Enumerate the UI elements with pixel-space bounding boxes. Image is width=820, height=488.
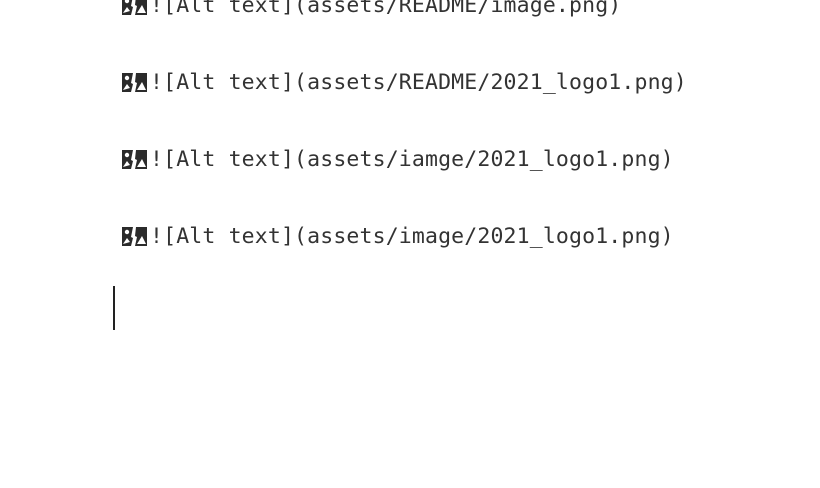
image-line-iamge-logo[interactable]: ![Alt text](assets/iamge/2021_logo1.png) [120,139,674,179]
broken-image-icon [120,224,148,248]
image-markdown-text: ![Alt text](assets/image/2021_logo1.png) [150,223,674,249]
image-line-readme-image[interactable]: ![Alt text](assets/README/image.png) [120,0,621,25]
image-markdown-text: ![Alt text](assets/README/2021_logo1.png… [150,69,687,95]
image-line-readme-logo[interactable]: ![Alt text](assets/README/2021_logo1.png… [120,62,687,102]
image-markdown-text: ![Alt text](assets/iamge/2021_logo1.png) [150,146,674,172]
text-caret [113,286,115,330]
broken-image-icon [120,147,148,171]
image-markdown-text: ![Alt text](assets/README/image.png) [150,0,622,18]
broken-image-icon [120,0,148,17]
image-line-image-logo[interactable]: ![Alt text](assets/image/2021_logo1.png) [120,216,674,256]
broken-image-icon [120,70,148,94]
